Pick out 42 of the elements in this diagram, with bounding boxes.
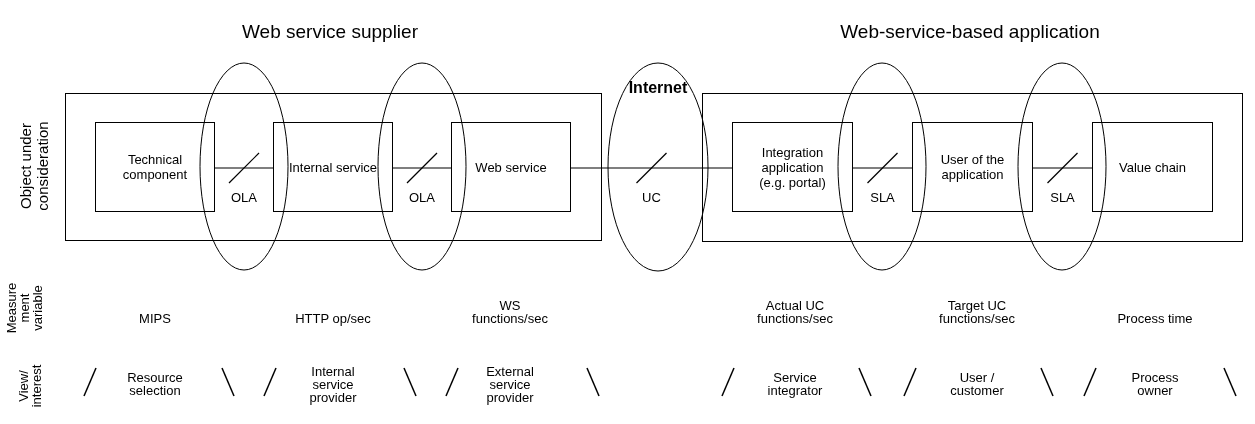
edge-label: UC [642, 189, 661, 205]
row-label: View/ interest [17, 363, 43, 410]
view-text: User / customer [949, 371, 1005, 397]
measure-text: HTTP op/sec [294, 311, 372, 325]
edge-label: SLA [1050, 189, 1075, 205]
group-label: Internet [627, 79, 689, 97]
edge-label: OLA [409, 189, 435, 205]
group-box [65, 93, 602, 241]
edge-label: SLA [870, 189, 895, 205]
process-box [95, 122, 215, 212]
measure-text: Actual UC functions/sec [756, 299, 834, 325]
group-box [702, 93, 1243, 242]
connector-line [852, 167, 913, 169]
view-text: Service integrator [766, 371, 824, 397]
view-text: Process owner [1130, 371, 1180, 397]
process-box [912, 122, 1033, 212]
row-label: Measure ment variable [4, 281, 44, 336]
edge-label: OLA [231, 189, 257, 205]
view-text: External service provider [485, 364, 535, 404]
node-text: Technical component [121, 152, 189, 182]
view-text: Resource selection [126, 371, 184, 397]
node-text: Web service [475, 159, 547, 175]
connector-line [570, 167, 733, 169]
row-label: Object under consideration [17, 120, 51, 213]
measure-text: Process time [1116, 311, 1194, 325]
node-text: Internal service [288, 159, 378, 175]
measure-text: MIPS [138, 311, 172, 325]
connector-line [392, 167, 452, 169]
connector-line [214, 167, 274, 169]
section-title: Web-service-based application [839, 20, 1101, 42]
process-box [1092, 122, 1213, 212]
node-text: Value chain [1119, 159, 1186, 175]
process-box [273, 122, 393, 212]
measure-text: WS functions/sec [471, 299, 549, 325]
section-title: Web service supplier [241, 20, 419, 42]
view-text: Internal service provider [308, 364, 358, 404]
measure-text: Target UC functions/sec [938, 299, 1016, 325]
connector-line [1032, 167, 1093, 169]
process-box [451, 122, 571, 212]
node-text: User of the application [939, 152, 1006, 182]
node-text: Integration application (e.g. portal) [758, 144, 827, 190]
process-box [732, 122, 853, 212]
